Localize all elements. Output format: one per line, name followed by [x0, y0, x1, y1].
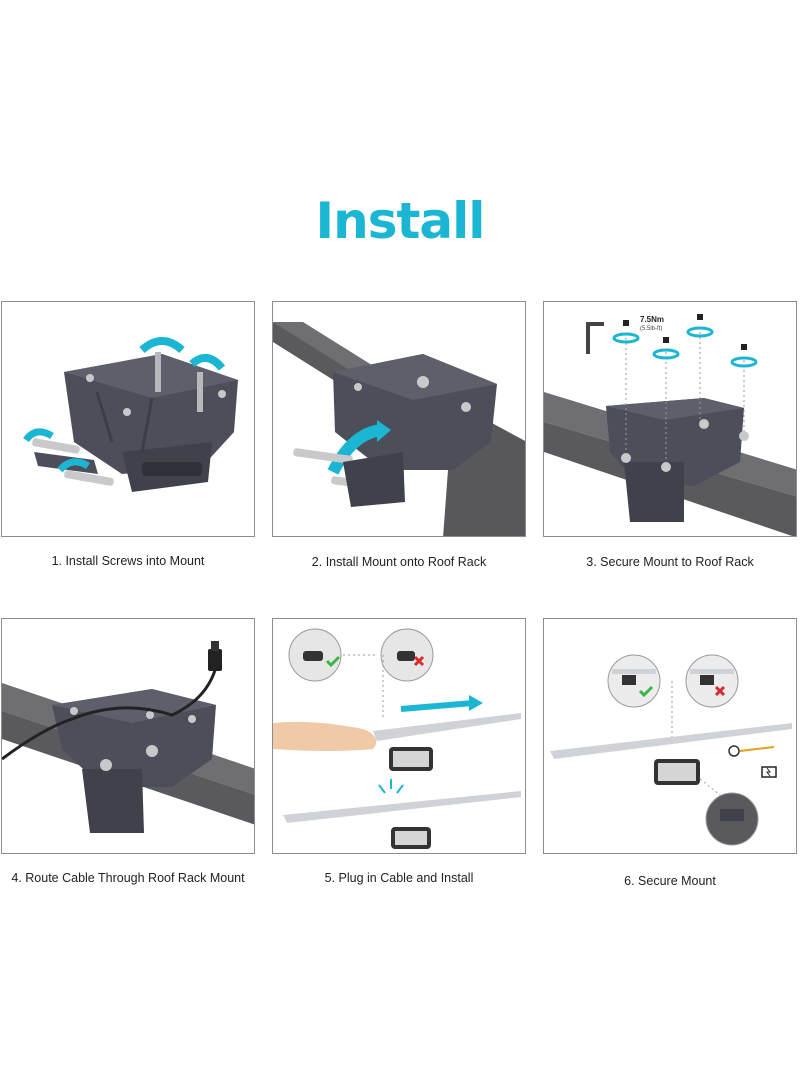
page-title: Install — [315, 192, 486, 250]
step-4-caption: 4. Route Cable Through Roof Rack Mount — [11, 871, 245, 885]
route-cable-illustration — [2, 641, 254, 833]
torque-alt-value: (5.5lb-ft) — [640, 326, 662, 332]
mount-with-screws-illustration — [23, 337, 238, 492]
step-2-illustration — [272, 301, 526, 537]
secure-mount-illustration: 7.5Nm (5.5lb-ft) — [544, 314, 796, 536]
step-3-illustration: 7.5Nm (5.5lb-ft) — [543, 301, 797, 537]
step-3-caption: 3. Secure Mount to Roof Rack — [586, 555, 754, 569]
torque-value: 7.5Nm — [640, 315, 664, 324]
step-4-illustration — [1, 618, 255, 854]
secure-mount-final-illustration — [550, 654, 792, 846]
mount-onto-rack-illustration — [273, 322, 525, 536]
step-6-caption: 6. Secure Mount — [624, 874, 716, 888]
step-2-caption: 2. Install Mount onto Roof Rack — [311, 555, 487, 569]
plug-cable-install-illustration — [273, 628, 521, 849]
step-1-illustration — [1, 301, 255, 537]
step-5-illustration — [272, 618, 526, 854]
step-5-caption: 5. Plug in Cable and Install — [324, 871, 474, 885]
step-6-illustration — [543, 618, 797, 854]
step-1-caption: 1. Install Screws into Mount — [51, 554, 205, 568]
